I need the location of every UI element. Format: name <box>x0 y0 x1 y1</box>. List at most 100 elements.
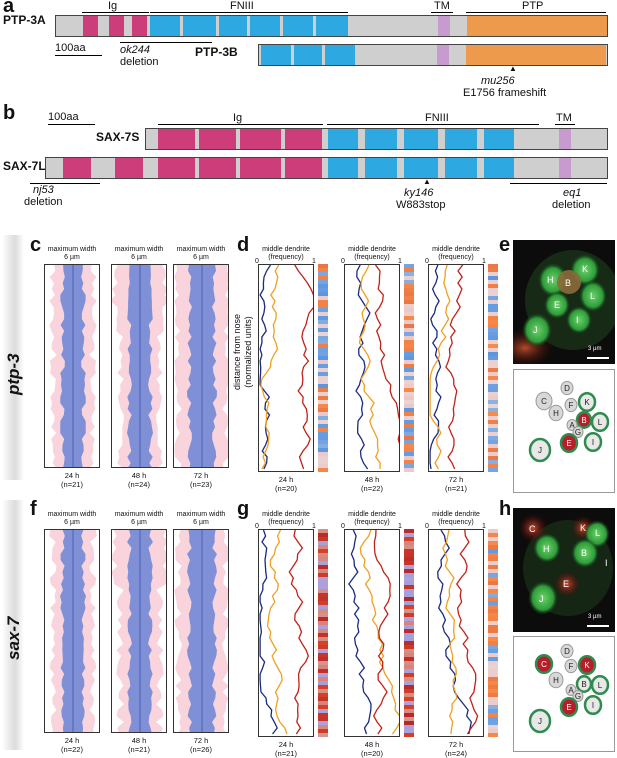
svg-text:E: E <box>554 300 560 310</box>
g-heat-strip-0 <box>318 529 328 737</box>
e-cell-C: C <box>535 391 553 411</box>
c-width-plot-2 <box>173 264 229 468</box>
scalebar-e-label: 3 µm <box>588 346 602 352</box>
svg-text:B: B <box>581 548 587 558</box>
svg-text:L: L <box>595 528 600 538</box>
micrograph-h-svg: C K L H B I E J <box>518 513 613 627</box>
ky146-arrow: ▲ <box>423 177 431 186</box>
d-tick1-2: 1 <box>482 258 486 265</box>
nj53-deletion: deletion <box>24 196 63 208</box>
g-footer-2: 72 h(n=24) <box>445 740 467 758</box>
h-cell-H: H <box>548 671 564 689</box>
d-freq-plot-1 <box>344 264 400 472</box>
ky146-stop: W883stop <box>396 199 446 211</box>
h-cell-C: C <box>534 653 554 675</box>
g-tick1-0: 1 <box>312 523 316 530</box>
f-footer-2: 72 h(n=26) <box>190 736 212 754</box>
svg-text:J: J <box>538 446 542 455</box>
svg-text:C: C <box>541 397 547 406</box>
g-header-0: middle dendrite(frequency) <box>262 511 310 526</box>
sax7s-protein-bar <box>145 128 608 150</box>
yaxis-label-d: distance from nose(normalized units) <box>232 313 253 390</box>
ptp3a-protein-bar <box>55 15 608 37</box>
ptp3b-protein-bar <box>258 44 608 66</box>
svg-text:K: K <box>584 398 590 407</box>
svg-text:H: H <box>547 275 554 285</box>
fniii-label-a: FNIII <box>230 0 254 12</box>
svg-text:J: J <box>539 594 544 604</box>
ig-label-b: Ig <box>233 112 243 124</box>
svg-text:I: I <box>605 558 608 568</box>
g-freq-plot-2 <box>428 529 484 737</box>
ig-label-a: Ig <box>108 0 118 12</box>
panel-label-e: e <box>499 234 511 256</box>
e-cell-J: J <box>528 437 552 463</box>
svg-text:B: B <box>565 278 571 288</box>
eq1-deletion: deletion <box>552 199 591 211</box>
svg-text:F: F <box>569 401 574 410</box>
e-cell-I: I <box>583 431 603 453</box>
h-cell-I: I <box>583 694 603 716</box>
d-header-1: middle dendrite(frequency) <box>348 246 396 261</box>
svg-text:F: F <box>569 662 574 671</box>
e-cell-E: E <box>559 432 579 454</box>
panel-label-g: g <box>237 498 250 520</box>
svg-text:B: B <box>581 680 586 689</box>
ptp3b-label: PTP-3B <box>195 45 238 59</box>
fniii-bracket-a <box>150 12 348 13</box>
tm-label-b: TM <box>556 112 572 124</box>
svg-text:A: A <box>568 686 574 695</box>
mu256-arrow: ▲ <box>509 64 517 73</box>
svg-text:E: E <box>566 703 571 712</box>
ig-bracket-b <box>158 124 323 125</box>
fniii-bracket-b <box>327 124 539 125</box>
nj53-label: nj53 <box>33 184 54 196</box>
h-cell-D: D <box>560 643 574 659</box>
svg-text:I: I <box>576 315 579 325</box>
d-footer-0: 24 h(n=20) <box>275 475 297 493</box>
svg-text:J: J <box>538 717 542 726</box>
svg-text:C: C <box>529 524 536 534</box>
e-cell-F: F <box>564 397 578 413</box>
d-tick0-1: 0 <box>341 258 345 265</box>
svg-text:B: B <box>581 416 586 425</box>
c-footer-1: 48 h(n=24) <box>128 471 150 489</box>
row-label-sax7: sax-7 <box>4 616 23 660</box>
d-tick1-1: 1 <box>398 258 402 265</box>
f-width-plot-0 <box>44 529 100 733</box>
panel-label-a: a <box>3 0 15 17</box>
d-tick0-2: 0 <box>425 258 429 265</box>
h-cell-B: B <box>575 675 593 693</box>
scalebar-h-label: 3 µm <box>588 614 602 620</box>
g-footer-0: 24 h(n=21) <box>275 740 297 758</box>
svg-text:L: L <box>590 291 595 301</box>
svg-text:H: H <box>553 676 559 685</box>
e-cell-L: L <box>590 411 610 433</box>
tm-label-a: TM <box>434 0 450 12</box>
svg-text:H: H <box>553 409 559 418</box>
scale-bar-a <box>55 55 102 56</box>
svg-text:D: D <box>564 647 570 656</box>
mu256-frameshift: E1756 frameshift <box>463 87 547 99</box>
g-footer-1: 48 h(n=20) <box>361 740 383 758</box>
g-header-2: middle dendrite(frequency) <box>432 511 480 526</box>
micrograph-e: H B K L E I J 3 µm <box>513 240 615 364</box>
c-width-plot-0 <box>44 264 100 468</box>
nj53-bracket <box>30 183 100 184</box>
e-cell-K: K <box>577 391 597 413</box>
g-freq-plot-1 <box>344 529 400 737</box>
g-header-1: middle dendrite(frequency) <box>348 511 396 526</box>
ptp-bracket-a <box>466 12 606 13</box>
scale-100aa-b: 100aa <box>48 111 79 123</box>
scale-100aa-a: 100aa <box>55 42 86 54</box>
svg-text:K: K <box>584 661 590 670</box>
g-freq-plot-0 <box>258 529 314 737</box>
ok244-deletion: deletion <box>120 56 159 68</box>
d-freq-plot-2 <box>428 264 484 472</box>
h-cell-J: J <box>528 708 552 734</box>
svg-text:I: I <box>592 701 594 710</box>
svg-text:J: J <box>533 325 538 335</box>
